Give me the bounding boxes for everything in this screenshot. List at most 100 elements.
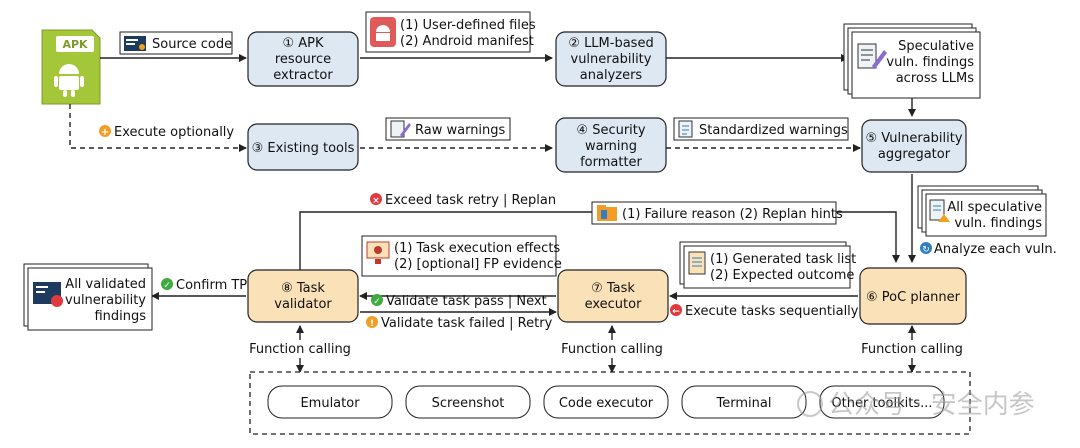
raw-warnings-card: Raw warnings [385, 117, 511, 141]
svg-text:×: × [372, 196, 380, 206]
raw-warnings-text: Raw warnings [415, 123, 506, 138]
source-code-label: Source code [152, 37, 232, 52]
aggregator-line-1: ⑤ Vulnerability [865, 131, 962, 146]
document-pen-icon [857, 43, 887, 69]
poc-planner-label: ⑥ PoC planner [866, 290, 961, 305]
extracted-line-1: (1) User-defined files [400, 18, 536, 33]
source-code-card: Source code [119, 31, 233, 55]
execute-optionally-text: Execute optionally [114, 125, 234, 140]
folder-icon [597, 205, 617, 221]
execute-sequential-label: ← Execute tasks sequentially [670, 304, 859, 319]
bug-window-icon [33, 282, 63, 307]
validate-pass-label: ✓ Validate task pass | Next [371, 294, 547, 309]
watermark: 公众号 · 安全内参 [797, 390, 1035, 420]
check-icon [161, 278, 173, 290]
android-manifest-icon [370, 17, 396, 47]
svg-text:←: ← [672, 307, 680, 317]
svg-text:(1) Generated task list(2) Exp: (1) Generated task list(2) Expected outc… [710, 252, 856, 283]
loop-icon [920, 242, 932, 254]
warning-icon [366, 316, 378, 328]
confirm-tp-text: Confirm TP [176, 278, 247, 293]
toolkit-other: Other toolkits... [819, 385, 945, 419]
toolkit-emulator-label: Emulator [300, 396, 360, 411]
extracted-files-card: (1) User-defined files(2) Android manife… [365, 11, 536, 53]
toolkit-emulator: Emulator [267, 385, 393, 419]
function-calling-planner: Function calling [861, 342, 963, 357]
standardized-warnings-card: Standardized warnings [673, 117, 849, 141]
validate-pass-text: Validate task pass | Next [386, 294, 547, 309]
failure-reason-text: (1) Failure reason (2) Replan hints [622, 207, 843, 222]
toolkit-other-label: Other toolkits... [831, 396, 932, 411]
svg-text:↻: ↻ [922, 245, 930, 255]
code-window-icon [124, 36, 146, 51]
svg-text:✓: ✓ [163, 281, 171, 291]
validator-line-1: ⑧ Task [281, 281, 325, 296]
checklist-icon [678, 120, 693, 138]
all-speculative-line-1: All speculative [947, 200, 1042, 215]
toolkit-terminal: Terminal [681, 385, 807, 419]
effects-line-2: (2) [optional] FP evidence [394, 257, 562, 272]
validate-failed-label: ! Validate task failed | Retry [366, 316, 553, 331]
execute-sequential-text: Execute tasks sequentially [685, 304, 859, 319]
extractor-line-3: extractor [273, 68, 333, 83]
svg-text:(1) Task execution effects(2): (1) Task execution effects(2) [optional]… [394, 241, 562, 272]
exceed-retry-text: Exceed task retry | Replan [385, 193, 556, 208]
clipboard-icon [688, 251, 706, 275]
toolkits-container: Emulator Screenshot Code executor Termin… [249, 371, 971, 435]
validated-line-2: vulnerability [65, 293, 146, 308]
arrow-left-icon [670, 304, 682, 316]
extractor-line-2: resource [275, 52, 331, 67]
document-pen-icon [390, 120, 411, 138]
aggregator-line-2: aggregator [878, 147, 951, 162]
speculative-line-3: across LLMs [896, 71, 975, 86]
watermark-text: 公众号 · 安全内参 [828, 390, 1035, 420]
function-calling-validator: Function calling [249, 342, 351, 357]
svg-text:+: + [101, 127, 109, 138]
speculative-line-1: Speculative [898, 39, 974, 54]
generated-line-2: (2) Expected outcome [710, 268, 854, 283]
llm-line-2: vulnerability [571, 52, 652, 67]
svg-text:!: ! [370, 319, 374, 329]
executor-line-1: ⑦ Task [591, 281, 635, 296]
existing-tools-box: ③ Existing tools [247, 123, 359, 171]
llm-line-1: ② LLM-based [568, 36, 653, 51]
extracted-line-2: (2) Android manifest [400, 34, 534, 49]
validated-line-1: All validated [65, 277, 146, 292]
error-icon [370, 193, 382, 205]
formatter-line-2: warning [585, 139, 637, 154]
svg-text:(1) User-defined files(2) Andr: (1) User-defined files(2) Android manife… [400, 18, 536, 49]
document-flask-icon [929, 199, 950, 222]
plus-icon [99, 125, 111, 137]
toolkit-screenshot-label: Screenshot [432, 396, 505, 411]
execute-optionally-label: + Execute optionally [99, 125, 234, 140]
analyze-each-label: ↻ Analyze each vuln. [920, 242, 1057, 257]
apk-tag-label: APK [62, 38, 88, 51]
generated-line-1: (1) Generated task list [710, 252, 856, 267]
existing-tools-label: ③ Existing tools [252, 141, 355, 156]
failure-reason-card: (1) Failure reason (2) Replan hints [591, 201, 843, 225]
android-robot-icon [54, 64, 84, 97]
svg-text:✓: ✓ [373, 297, 381, 307]
toolkit-code-executor-label: Code executor [559, 396, 654, 411]
check-icon [371, 294, 383, 306]
generated-task-list-card: (1) Generated task list(2) Expected outc… [679, 241, 856, 289]
validated-line-3: findings [94, 309, 146, 324]
all-speculative-line-2: vuln. findings [954, 216, 1042, 231]
poc-planner-box: ⑥ PoC planner [859, 267, 967, 325]
function-calling-executor: Function calling [561, 342, 663, 357]
